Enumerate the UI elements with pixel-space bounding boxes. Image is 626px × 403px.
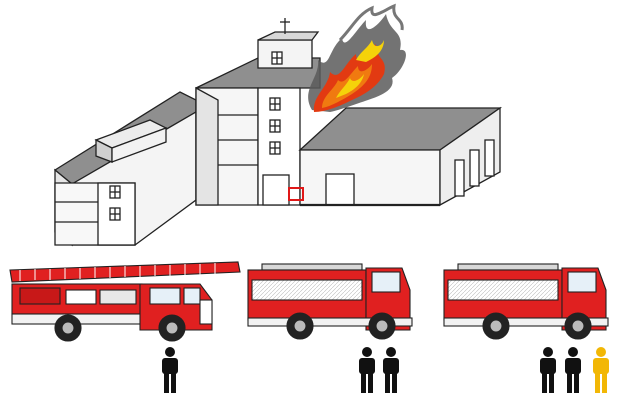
tower-top-box [257, 39, 313, 69]
crew-member-icon [540, 347, 556, 393]
crew-member-icon [383, 347, 399, 393]
right-wing-front [299, 149, 441, 206]
crew-member-yellow-icon [593, 347, 609, 393]
crew-member-icon [359, 347, 375, 393]
crew-member-icon [162, 347, 178, 393]
left-wing-windows [109, 185, 121, 221]
red-square-marker [288, 187, 304, 201]
aerial-ladder-truck [9, 261, 241, 342]
tower-windows [269, 51, 283, 155]
fire-flames [308, 3, 406, 112]
tower-door [262, 174, 290, 206]
crew-fire-engine-1 [359, 347, 399, 393]
crew-ladder-truck [162, 347, 178, 393]
building [53, 18, 503, 247]
crew-fire-engine-2 [540, 347, 609, 393]
fire-engine-2 [443, 263, 609, 340]
crew-member-icon [565, 347, 581, 393]
fire-engine-1 [247, 263, 413, 340]
